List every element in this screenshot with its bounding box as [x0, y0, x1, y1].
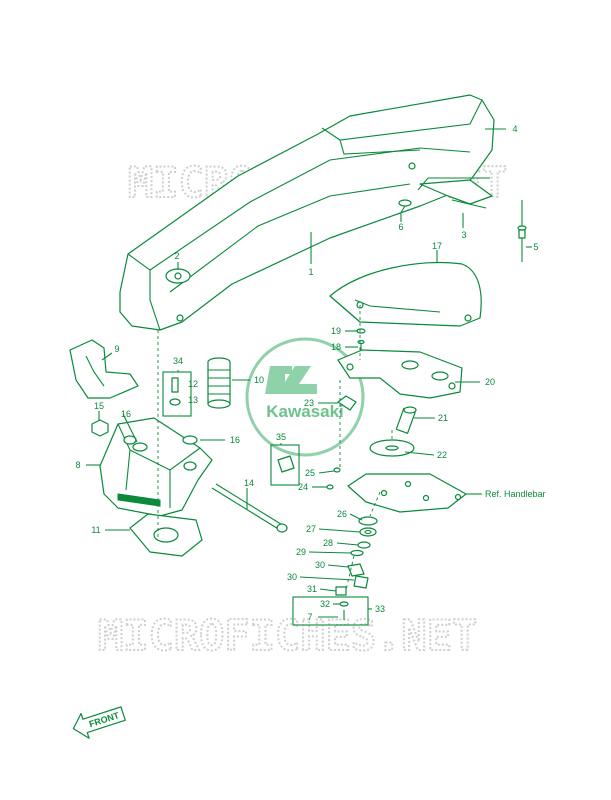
callout-34: 34: [173, 356, 183, 366]
kit-35-box: [270, 444, 300, 486]
callout-30b: 30: [287, 572, 297, 582]
bolt-24: [326, 484, 334, 490]
washer-26: [358, 516, 378, 526]
front-arrow: FRONT: [72, 706, 126, 739]
callout-23: 23: [304, 398, 314, 408]
rivet-5: [517, 200, 527, 262]
callouts: 1 2 3 4 5 6 7 8 9 10 11 12 13 14 15 16 1…: [75, 124, 545, 622]
handlebar-plate: [347, 473, 467, 513]
callout-32: 32: [320, 599, 330, 609]
callout-31: 31: [307, 584, 317, 594]
callout-33: 33: [375, 604, 385, 614]
base-plate-11: [129, 513, 203, 557]
callout-8: 8: [75, 460, 80, 470]
callout-25: 25: [305, 468, 315, 478]
logo-mark-icon: [265, 366, 317, 394]
callout-16a: 16: [121, 409, 131, 419]
long-bolt-14: [211, 483, 288, 533]
kit-33-box: [292, 596, 369, 626]
rear-bracket: [417, 177, 493, 209]
screw-18: [357, 339, 365, 350]
callout-1: 1: [308, 267, 313, 277]
callout-16b: 16: [230, 435, 240, 445]
washer-16a: [132, 442, 148, 452]
cover-17: [329, 261, 482, 327]
ref-handlebar-label: Ref. Handlebar: [485, 489, 546, 499]
screw-19: [356, 328, 366, 334]
callout-18: 18: [331, 342, 341, 352]
washer-28: [357, 541, 371, 549]
watermark-bottom: MICROFICHES.NET: [98, 611, 477, 660]
elbow-30b: [353, 575, 369, 589]
callout-13: 13: [188, 395, 198, 405]
spring-10: [207, 357, 231, 409]
callout-5: 5: [533, 242, 538, 252]
front-arrow-icon: [72, 706, 126, 739]
washer-27: [359, 527, 377, 537]
callout-14: 14: [244, 478, 254, 488]
callout-4: 4: [512, 124, 517, 134]
washer-16b: [182, 435, 198, 445]
callout-21: 21: [438, 413, 448, 423]
callout-7: 7: [307, 612, 312, 622]
callout-19: 19: [331, 326, 341, 336]
nut-25: [333, 467, 341, 473]
bolt-6: [398, 199, 412, 215]
assembly-lines: [157, 305, 393, 591]
logo-brand-text: Kawasaki: [266, 402, 344, 421]
fitting-31: [335, 586, 347, 596]
callout-11: 11: [91, 525, 100, 535]
callout-20: 20: [485, 377, 495, 387]
bracket-8: [99, 417, 213, 517]
handle-pole: [119, 94, 495, 331]
callout-28: 28: [323, 538, 333, 548]
washer-22: [369, 439, 415, 457]
callout-30a: 30: [315, 560, 325, 570]
pad-9: [69, 339, 139, 399]
callout-17: 17: [432, 241, 442, 251]
kit-34-box: [162, 371, 192, 417]
callout-12: 12: [188, 379, 198, 389]
callout-24: 24: [298, 482, 308, 492]
callout-6: 6: [398, 222, 403, 232]
callout-27: 27: [306, 524, 316, 534]
clip-23: [337, 395, 357, 411]
callout-22: 22: [437, 450, 447, 460]
callout-2: 2: [174, 251, 179, 261]
callout-35: 35: [276, 432, 286, 442]
callout-10: 10: [254, 375, 264, 385]
callout-3: 3: [461, 230, 466, 240]
callout-9: 9: [114, 344, 119, 354]
leader-lines: [86, 128, 532, 618]
callout-26: 26: [337, 509, 347, 519]
callout-15: 15: [94, 401, 104, 411]
kawasaki-logo: Kawasaki: [245, 337, 365, 457]
shaft-21: [395, 406, 417, 434]
plate-20: [337, 349, 463, 399]
elbow-30a: [347, 563, 365, 577]
nut-15: [91, 419, 109, 437]
ring-29: [350, 549, 364, 557]
callout-29: 29: [296, 547, 306, 557]
